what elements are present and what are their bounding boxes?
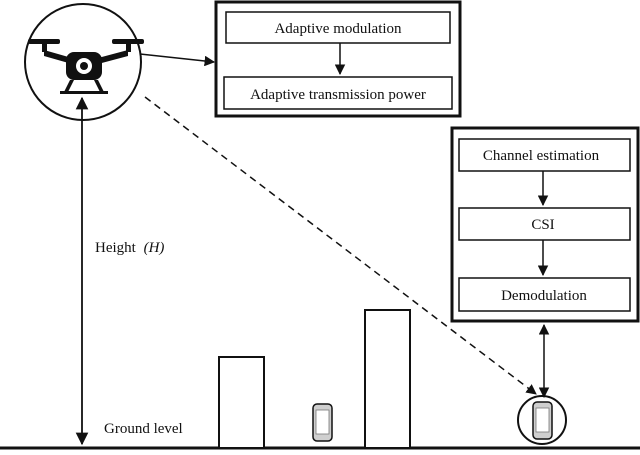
uav-to-block-arrow	[139, 53, 216, 67]
mobile-device-icon	[532, 401, 553, 440]
demodulation-box	[458, 277, 631, 312]
adaptive-modulation-box	[225, 11, 451, 44]
building-short	[218, 356, 265, 449]
adaptive-power-label: Adaptive transmission power	[250, 87, 426, 103]
channel-estimation-box	[458, 138, 631, 172]
drone-icon	[28, 39, 144, 94]
mobile-device-icon	[312, 403, 333, 442]
csi-label: CSI	[531, 217, 554, 233]
csi-box	[458, 207, 631, 241]
receiver-node	[517, 395, 567, 445]
uav-node	[24, 3, 144, 121]
adaptive-modulation-label: Adaptive modulation	[274, 21, 402, 37]
height-label: Height (H)	[95, 240, 164, 256]
channel-estimation-label: Channel estimation	[483, 148, 600, 164]
ground-level-label: Ground level	[104, 421, 183, 437]
adaptive-power-box	[223, 76, 453, 110]
air-to-ground-link	[144, 96, 537, 395]
building-tall	[364, 309, 411, 449]
height-word: Height	[95, 240, 137, 256]
height-symbol: (H)	[144, 240, 165, 256]
demodulation-label: Demodulation	[501, 288, 587, 304]
